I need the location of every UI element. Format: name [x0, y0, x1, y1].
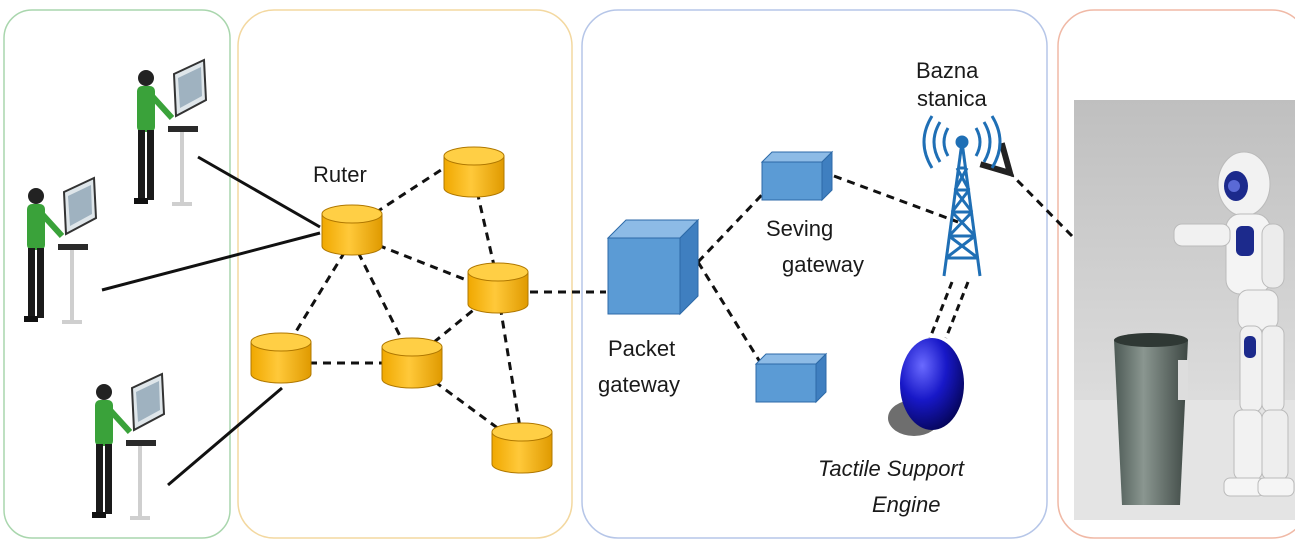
network-panel [237, 9, 573, 539]
core-network-panel [581, 9, 1048, 539]
tactile-engine-sphere-icon [888, 338, 964, 436]
operator-icon [92, 372, 166, 520]
router-node-icon [491, 422, 553, 474]
router-node-icon [381, 337, 443, 389]
router-nodes [250, 146, 553, 474]
robot-to-base-arrow [1010, 173, 1074, 238]
operators-group [24, 58, 208, 520]
operator-links [101, 155, 321, 487]
base-station-label-line2: stanica [917, 86, 987, 111]
router-node-icon [250, 332, 312, 384]
packet-gateway-icon [606, 218, 700, 316]
serving-gateway-label-line2: gateway [782, 252, 864, 277]
tactile-engine-label-line1: Tactile Support [818, 456, 965, 481]
gateway-cube-icon [754, 352, 828, 404]
tactile-engine-label-line2: Engine [872, 492, 941, 517]
router-node-icon [467, 262, 529, 314]
router-label: Ruter [313, 162, 367, 187]
engine-link [928, 281, 970, 339]
operator-icon [24, 176, 98, 324]
packet-gateway-label-line2: gateway [598, 372, 680, 397]
base-station-label-line1: Bazna [916, 58, 979, 83]
router-node-icon [321, 204, 383, 256]
radio-tower-icon [922, 115, 1002, 277]
operators-panel [3, 9, 231, 539]
serving-gateway-label-line1: Seving [766, 216, 833, 241]
operator-icon [134, 58, 208, 206]
serving-gateway-icon [760, 150, 834, 202]
router-node-icon [443, 146, 505, 198]
packet-gateway-label-line1: Packet [608, 336, 675, 361]
humanoid-robot-image [1074, 100, 1295, 520]
robot-panel [1057, 9, 1295, 539]
